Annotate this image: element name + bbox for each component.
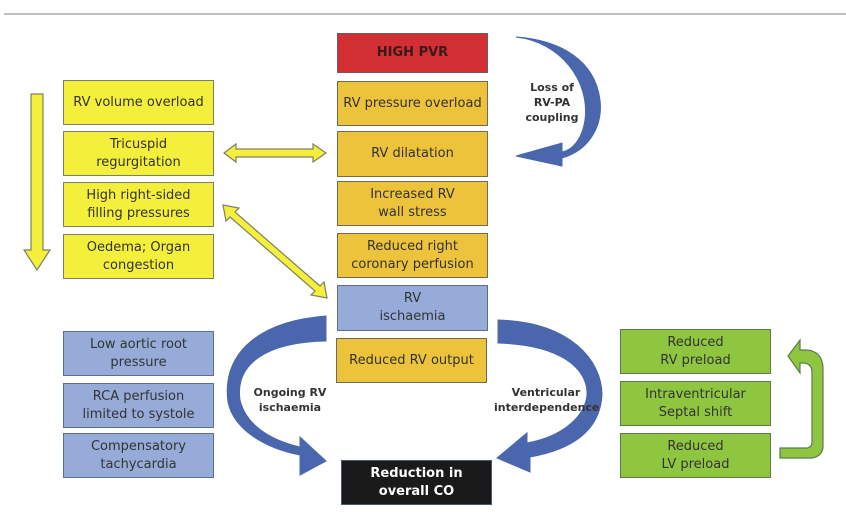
reduced-coronary-perfusion-box: Reduced right coronary perfusion [337, 233, 488, 278]
left-item: Oedema; Organ congestion [63, 234, 214, 279]
left-item: RV volume overload [63, 80, 214, 125]
right-item: Reduced RV preload [620, 329, 771, 374]
ventricular-interdependence-label: Ventricular interdependence [494, 386, 600, 414]
reduction-co-box: Reduction in overall CO [341, 460, 492, 505]
left-item: High right-sided filling pressures [63, 182, 214, 227]
high-pvr-box: HIGH PVR [337, 33, 488, 73]
bottom-left-item: Compensatory tachycardia [63, 433, 214, 478]
increased-wall-stress-box: Increased RV wall stress [337, 181, 488, 226]
bottom-left-item: Low aortic root pressure [63, 331, 214, 376]
rv-dilatation-box: RV dilatation [337, 131, 488, 177]
loss-coupling-arrow [515, 36, 601, 167]
green-loop-arrow [779, 338, 824, 459]
double-arrow-diagonal [222, 204, 328, 299]
left-item: Tricuspid regurgitation [63, 131, 214, 176]
right-item: Reduced LV preload [620, 433, 771, 478]
top-divider [4, 13, 846, 15]
ongoing-ischaemia-arrow [226, 315, 327, 476]
bottom-left-item: RCA perfusion limited to systole [63, 383, 214, 428]
left-down-arrow [22, 93, 52, 272]
rv-ischaemia-box: RV ischaemia [337, 285, 488, 331]
ongoing-ischaemia-label: Ongoing RV ischaemia [253, 386, 327, 414]
right-item: Intraventricular Septal shift [620, 381, 771, 426]
double-arrow-horizontal [223, 142, 328, 164]
rv-pressure-overload-box: RV pressure overload [337, 81, 488, 126]
ventricular-interdependence-arrow [496, 319, 603, 473]
reduced-rv-output-box: Reduced RV output [336, 338, 487, 383]
loss-coupling-label: Loss of RV-PA coupling [525, 81, 579, 124]
